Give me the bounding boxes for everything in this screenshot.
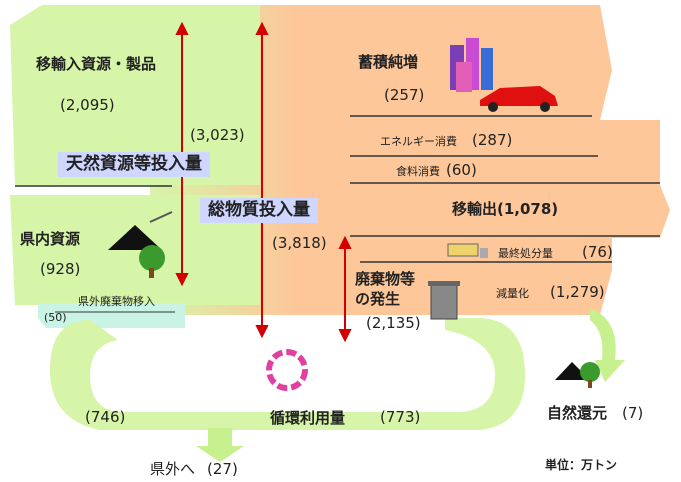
waste-gen-value: (2,135)	[366, 314, 421, 332]
total-input-label: 総物質投入量	[200, 198, 318, 223]
natural-return-value: (7)	[622, 404, 644, 422]
waste-gen-label-1: 廃棄物等	[355, 270, 416, 288]
total-input-value: (3,818)	[272, 234, 327, 252]
recycle-arrows-icon	[266, 349, 308, 391]
waste-import-value: (50)	[44, 311, 67, 324]
reduction-label: 減量化	[496, 287, 529, 300]
natural-input-label: 天然資源等投入量	[58, 152, 210, 177]
input-brackets	[175, 21, 352, 343]
final-disposal-label: 最終処分量	[498, 247, 553, 260]
unit-label: 単位：万トン	[545, 458, 618, 472]
out-pref-value: (27)	[207, 460, 238, 478]
natural-return-tree-icon	[555, 362, 600, 388]
reduction-value: (1,279)	[550, 283, 605, 301]
out-pref-arrow	[196, 428, 244, 462]
stock-label: 蓄積純増	[358, 53, 419, 71]
recycle-label: 循環利用量	[270, 409, 346, 427]
domestic-label: 県内資源	[20, 230, 81, 248]
food-value: (60)	[446, 161, 477, 179]
trash-can-icon	[428, 281, 460, 320]
waste-gen-label-2: の発生	[355, 290, 401, 308]
out-pref-label: 県外へ	[150, 460, 196, 478]
recycle-loop	[50, 318, 525, 430]
buildings-icon	[450, 38, 493, 92]
energy-value: (287)	[472, 131, 513, 149]
recycle-value: (773)	[380, 408, 421, 426]
bulldozer-icon	[447, 243, 488, 258]
food-label: 食料消費	[396, 165, 440, 178]
import-flow	[10, 5, 260, 185]
car-icon	[480, 86, 558, 112]
domestic-value: (928)	[40, 260, 81, 278]
natural-return-arrow	[590, 308, 625, 382]
natural-return-label: 自然還元	[547, 404, 608, 422]
mountain-tree-icon	[108, 211, 173, 278]
waste-import-label: 県外廃棄物移入	[78, 295, 155, 308]
final-disposal-value: (76)	[582, 243, 613, 261]
energy-label: エネルギー消費	[380, 135, 457, 148]
natural-input-value: (3,023)	[190, 126, 245, 144]
stock-value: (257)	[384, 86, 425, 104]
import-label: 移輸入資源・製品	[36, 55, 157, 73]
import-value: (2,095)	[60, 96, 115, 114]
export-label: 移輸出(1,078)	[452, 200, 559, 218]
main-flow-band	[150, 5, 670, 315]
waste-import-flow	[38, 303, 185, 328]
recycle-left-value: (746)	[85, 408, 126, 426]
